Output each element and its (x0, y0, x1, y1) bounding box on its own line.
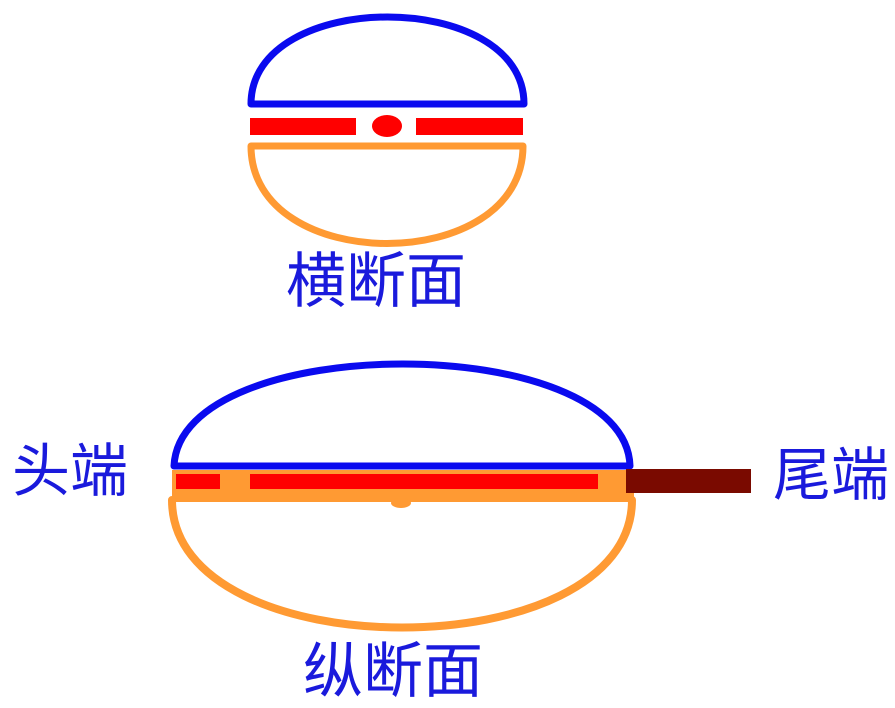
longitudinal-section-label: 纵断面 (303, 637, 483, 707)
cross-section-left-band (250, 118, 356, 135)
cross-section-central-dot (372, 115, 402, 137)
longitudinal-red-band-head (176, 474, 220, 489)
longitudinal-notch (391, 498, 411, 508)
head-end-label: 头端 (12, 437, 129, 505)
cross-section-label: 横断面 (286, 247, 466, 317)
tail-end-label: 尾端 (773, 441, 890, 509)
longitudinal-section-figure (168, 360, 751, 632)
cross-section-lower-arc (247, 142, 527, 247)
longitudinal-red-band-main (250, 474, 598, 489)
cross-section-right-band (416, 118, 523, 135)
tail-bar (626, 469, 751, 493)
cross-section-upper-arc (247, 13, 528, 108)
cross-section-figure (247, 13, 528, 247)
longitudinal-section-lower-arc (168, 496, 636, 632)
longitudinal-section-upper-arc (170, 360, 634, 470)
